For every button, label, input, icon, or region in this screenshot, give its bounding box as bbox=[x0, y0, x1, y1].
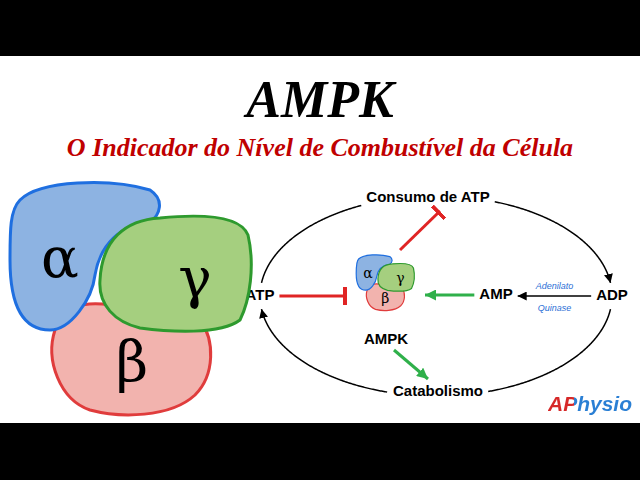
inhibition-line bbox=[400, 211, 440, 250]
arrow bbox=[495, 202, 611, 283]
subunit-outline bbox=[366, 284, 404, 311]
black-bar bbox=[0, 423, 640, 480]
complex-label: AMPK bbox=[350, 330, 422, 347]
subunit-shape: γ bbox=[92, 210, 254, 336]
edge-label-box: Adenilato Quinase bbox=[536, 274, 574, 318]
subunit-letter: γ bbox=[178, 250, 211, 306]
cycle-term: ADP bbox=[594, 286, 630, 306]
subunit-outline bbox=[52, 304, 211, 415]
arrow bbox=[394, 350, 428, 379]
term-text: AMP bbox=[479, 285, 512, 303]
black-bar bbox=[0, 0, 640, 56]
subunit-outline bbox=[100, 216, 251, 331]
subunit-letter: α bbox=[363, 266, 372, 280]
term-text: Consumo de ATP bbox=[366, 188, 489, 206]
cycle-term: Catabolismo bbox=[391, 382, 485, 402]
subtitle: O Indicador do Nível de Combustível da C… bbox=[0, 133, 640, 163]
term-text: ADP bbox=[596, 286, 628, 304]
arrow bbox=[262, 205, 362, 282]
subunit-letter: α bbox=[41, 230, 79, 286]
watermark: APhysio bbox=[548, 392, 632, 416]
subunit-shape: γ bbox=[376, 262, 415, 292]
cycle-term: Consumo de ATP bbox=[364, 188, 491, 208]
enzyme-label: Adenilato Quinase bbox=[536, 281, 574, 313]
arrow bbox=[262, 309, 388, 392]
inhibition-line bbox=[279, 295, 347, 298]
ampk-complex: AMPK α γβ bbox=[350, 252, 422, 347]
subunit-letter: β bbox=[116, 334, 148, 390]
cycle-term: AMP bbox=[477, 285, 514, 305]
subunit-outline bbox=[376, 262, 415, 292]
subunit-letter: β bbox=[381, 291, 389, 305]
title: AMPK bbox=[0, 70, 640, 129]
term-text: Catabolismo bbox=[393, 382, 483, 400]
subunit-outline bbox=[378, 263, 414, 291]
arrow bbox=[518, 295, 591, 297]
arrow bbox=[488, 309, 610, 391]
arrow bbox=[425, 294, 474, 297]
subunit-outline bbox=[92, 210, 254, 336]
subunit-letter: γ bbox=[396, 271, 404, 285]
